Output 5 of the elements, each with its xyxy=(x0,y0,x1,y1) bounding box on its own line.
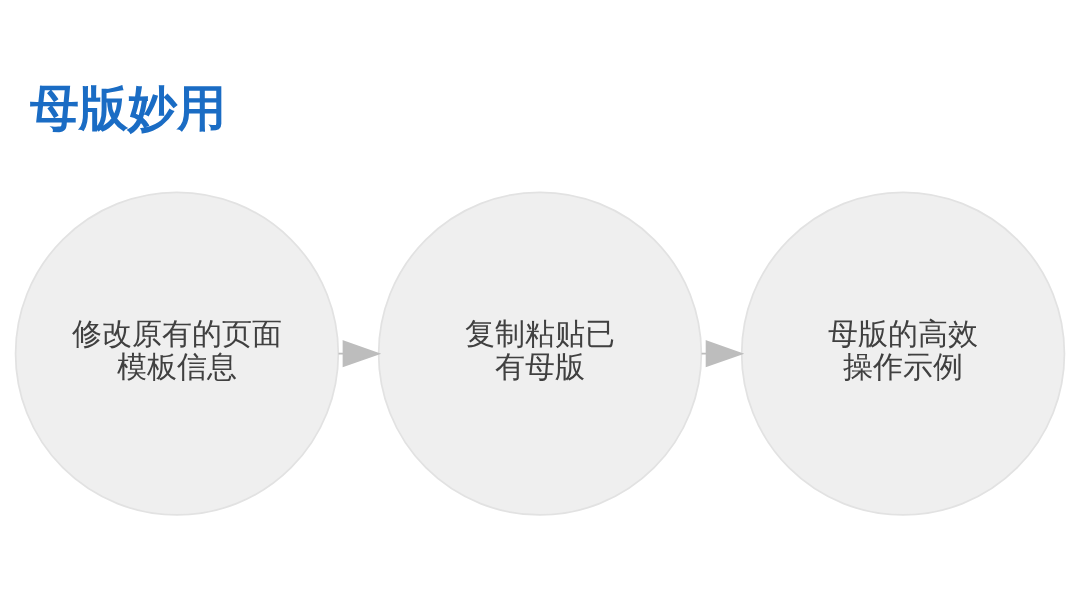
node-circle: 修改原有的页面模板信息 xyxy=(14,191,340,516)
node-circle: 母版的高效操作示例 xyxy=(740,191,1066,516)
diagram-title: 母版妙用 xyxy=(29,78,226,137)
arrow xyxy=(337,340,382,368)
node-circle: 复制粘贴已有母版 xyxy=(377,191,703,516)
